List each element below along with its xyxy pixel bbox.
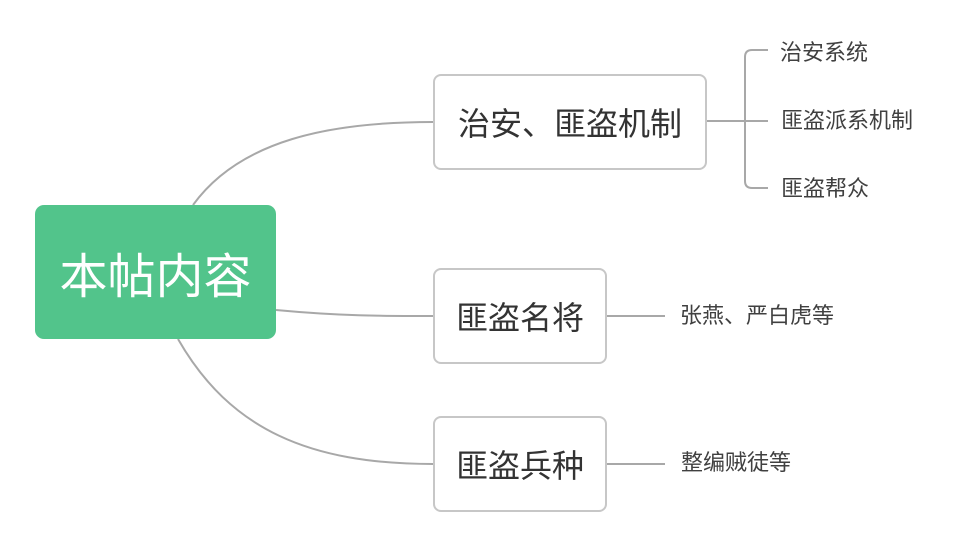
root-node[interactable]: 本帖内容: [35, 205, 276, 339]
leaf-node-generals-list[interactable]: 张燕、严白虎等: [680, 304, 835, 329]
branch-label: 匪盗兵种: [455, 447, 584, 485]
root-to-branch-3-line: [177, 338, 434, 465]
leaf-node-security-system[interactable]: 治安系统: [780, 41, 869, 66]
branch-node-security-bandit-mechanism[interactable]: 治安、匪盗机制: [433, 74, 707, 170]
root-to-branch-2-line: [275, 309, 434, 317]
branch-label: 治安、匪盗机制: [457, 105, 682, 143]
leaf-node-troops-list[interactable]: 整编贼徒等: [681, 451, 792, 476]
branch-node-bandit-generals[interactable]: 匪盗名将: [433, 268, 607, 364]
root-label: 本帖内容: [59, 249, 252, 305]
branch-node-bandit-troops[interactable]: 匪盗兵种: [433, 416, 607, 512]
leaf-node-bandit-gang[interactable]: 匪盗帮众: [781, 177, 870, 202]
root-to-branch-1-line: [192, 121, 434, 206]
branch-label: 匪盗名将: [455, 299, 584, 337]
branch-1-bracket-line: [744, 49, 768, 189]
leaf-node-bandit-faction-mechanism[interactable]: 匪盗派系机制: [781, 109, 914, 134]
